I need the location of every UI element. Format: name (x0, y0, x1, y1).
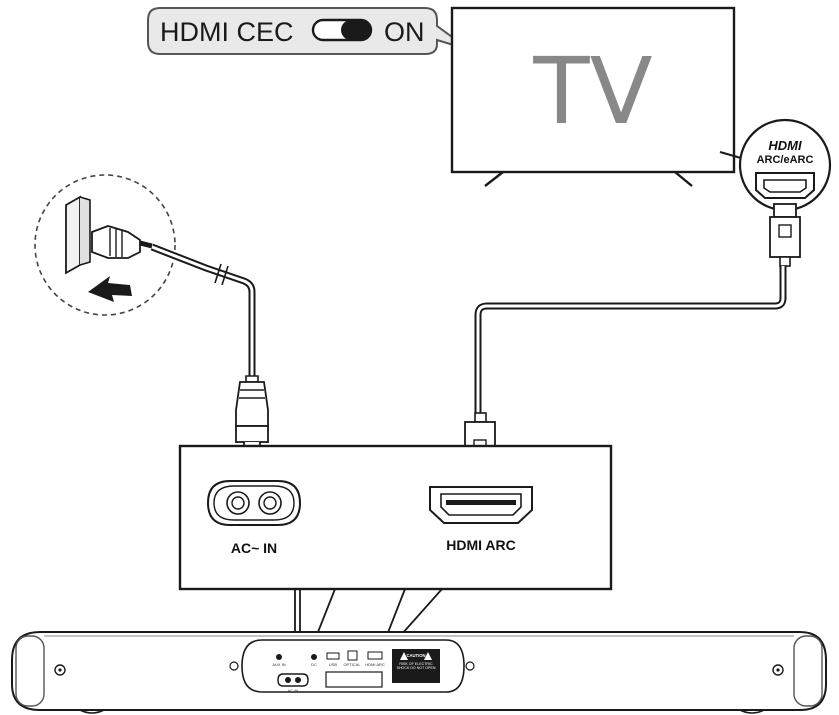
ac-in-label: AC~ IN (231, 540, 277, 556)
hdmi-arc-socket-icon (429, 486, 533, 524)
push-arrow-icon (88, 276, 132, 302)
dc-jack-icon (311, 654, 317, 660)
hdmi-cec-callout: HDMI CEC ON (147, 7, 471, 55)
ac-in-port-label: AC IN (288, 688, 299, 693)
wall-socket-icon (65, 195, 91, 275)
caution-label: CAUTION RISK OF ELECTRIC SHOCK DO NOT OP… (392, 649, 440, 683)
hdmi-cec-label: HDMI CEC (160, 17, 294, 47)
usb-port-label: USB (329, 662, 338, 667)
hdmi-arc-port-label: HDMI ARC (365, 662, 385, 667)
tv-right-foot (674, 171, 693, 187)
ac-connector-icon (235, 375, 269, 459)
power-cord (150, 243, 269, 459)
hdmi-arc-port-icon (367, 651, 383, 660)
ac-in-socket-icon (206, 480, 302, 526)
dc-port-label: DC (311, 662, 317, 667)
cec-toggle-switch-icon (311, 18, 373, 42)
tv-screen (450, 6, 736, 174)
cec-state-label: ON (384, 17, 425, 47)
soundbar-zoom-panel: AC~ IN HDMI ARC (178, 444, 613, 591)
hdmi-logo: HDMI (768, 138, 802, 153)
tv-left-foot (484, 171, 504, 187)
aux-in-jack-icon (276, 654, 282, 660)
optical-port-label: OPTICAL (343, 662, 361, 667)
arc-earc-label: ARC/eARC (757, 154, 814, 166)
tv-label: TV (532, 38, 652, 145)
caution-title: CAUTION (406, 653, 425, 658)
usb-port-icon (326, 652, 340, 660)
wall-outlet-zoom (34, 174, 176, 316)
tv-hdmi-port-icon (755, 172, 815, 199)
soundbar: AUX IN DC USB OPTICAL HDMI ARC AC IN CAU… (11, 631, 827, 714)
aux-in-port-label: AUX IN (272, 662, 285, 667)
tv-hdmi-port-zoom: HDMI ARC/eARC (719, 118, 832, 212)
hdmi-cable (464, 203, 801, 476)
hdmi-arc-label: HDMI ARC (446, 537, 515, 553)
optical-port-icon (347, 650, 358, 661)
power-plug-icon (91, 225, 153, 259)
soundbar-rear-panel: AUX IN DC USB OPTICAL HDMI ARC AC IN CAU… (241, 639, 465, 693)
tv: TV (450, 6, 736, 187)
caution-text: RISK OF ELECTRIC SHOCK DO NOT OPEN (396, 662, 436, 670)
rating-label-plate (325, 671, 383, 688)
ac-in-port-icon (277, 673, 309, 687)
